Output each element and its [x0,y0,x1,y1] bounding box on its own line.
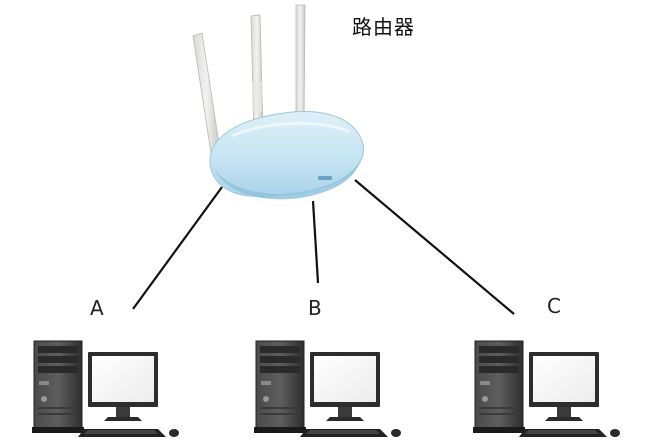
computer-c-label: C [547,296,561,316]
computer-b-label: B [308,298,322,318]
router-icon [193,5,363,199]
computer-b-icon [254,341,401,437]
link-to-a [133,187,222,309]
router-label: 路由器 [352,11,415,40]
computer-c-icon [473,341,620,437]
computer-a-label: A [90,298,104,318]
link-to-b [313,201,318,283]
link-to-c [355,180,514,314]
computer-a-icon [32,341,179,437]
